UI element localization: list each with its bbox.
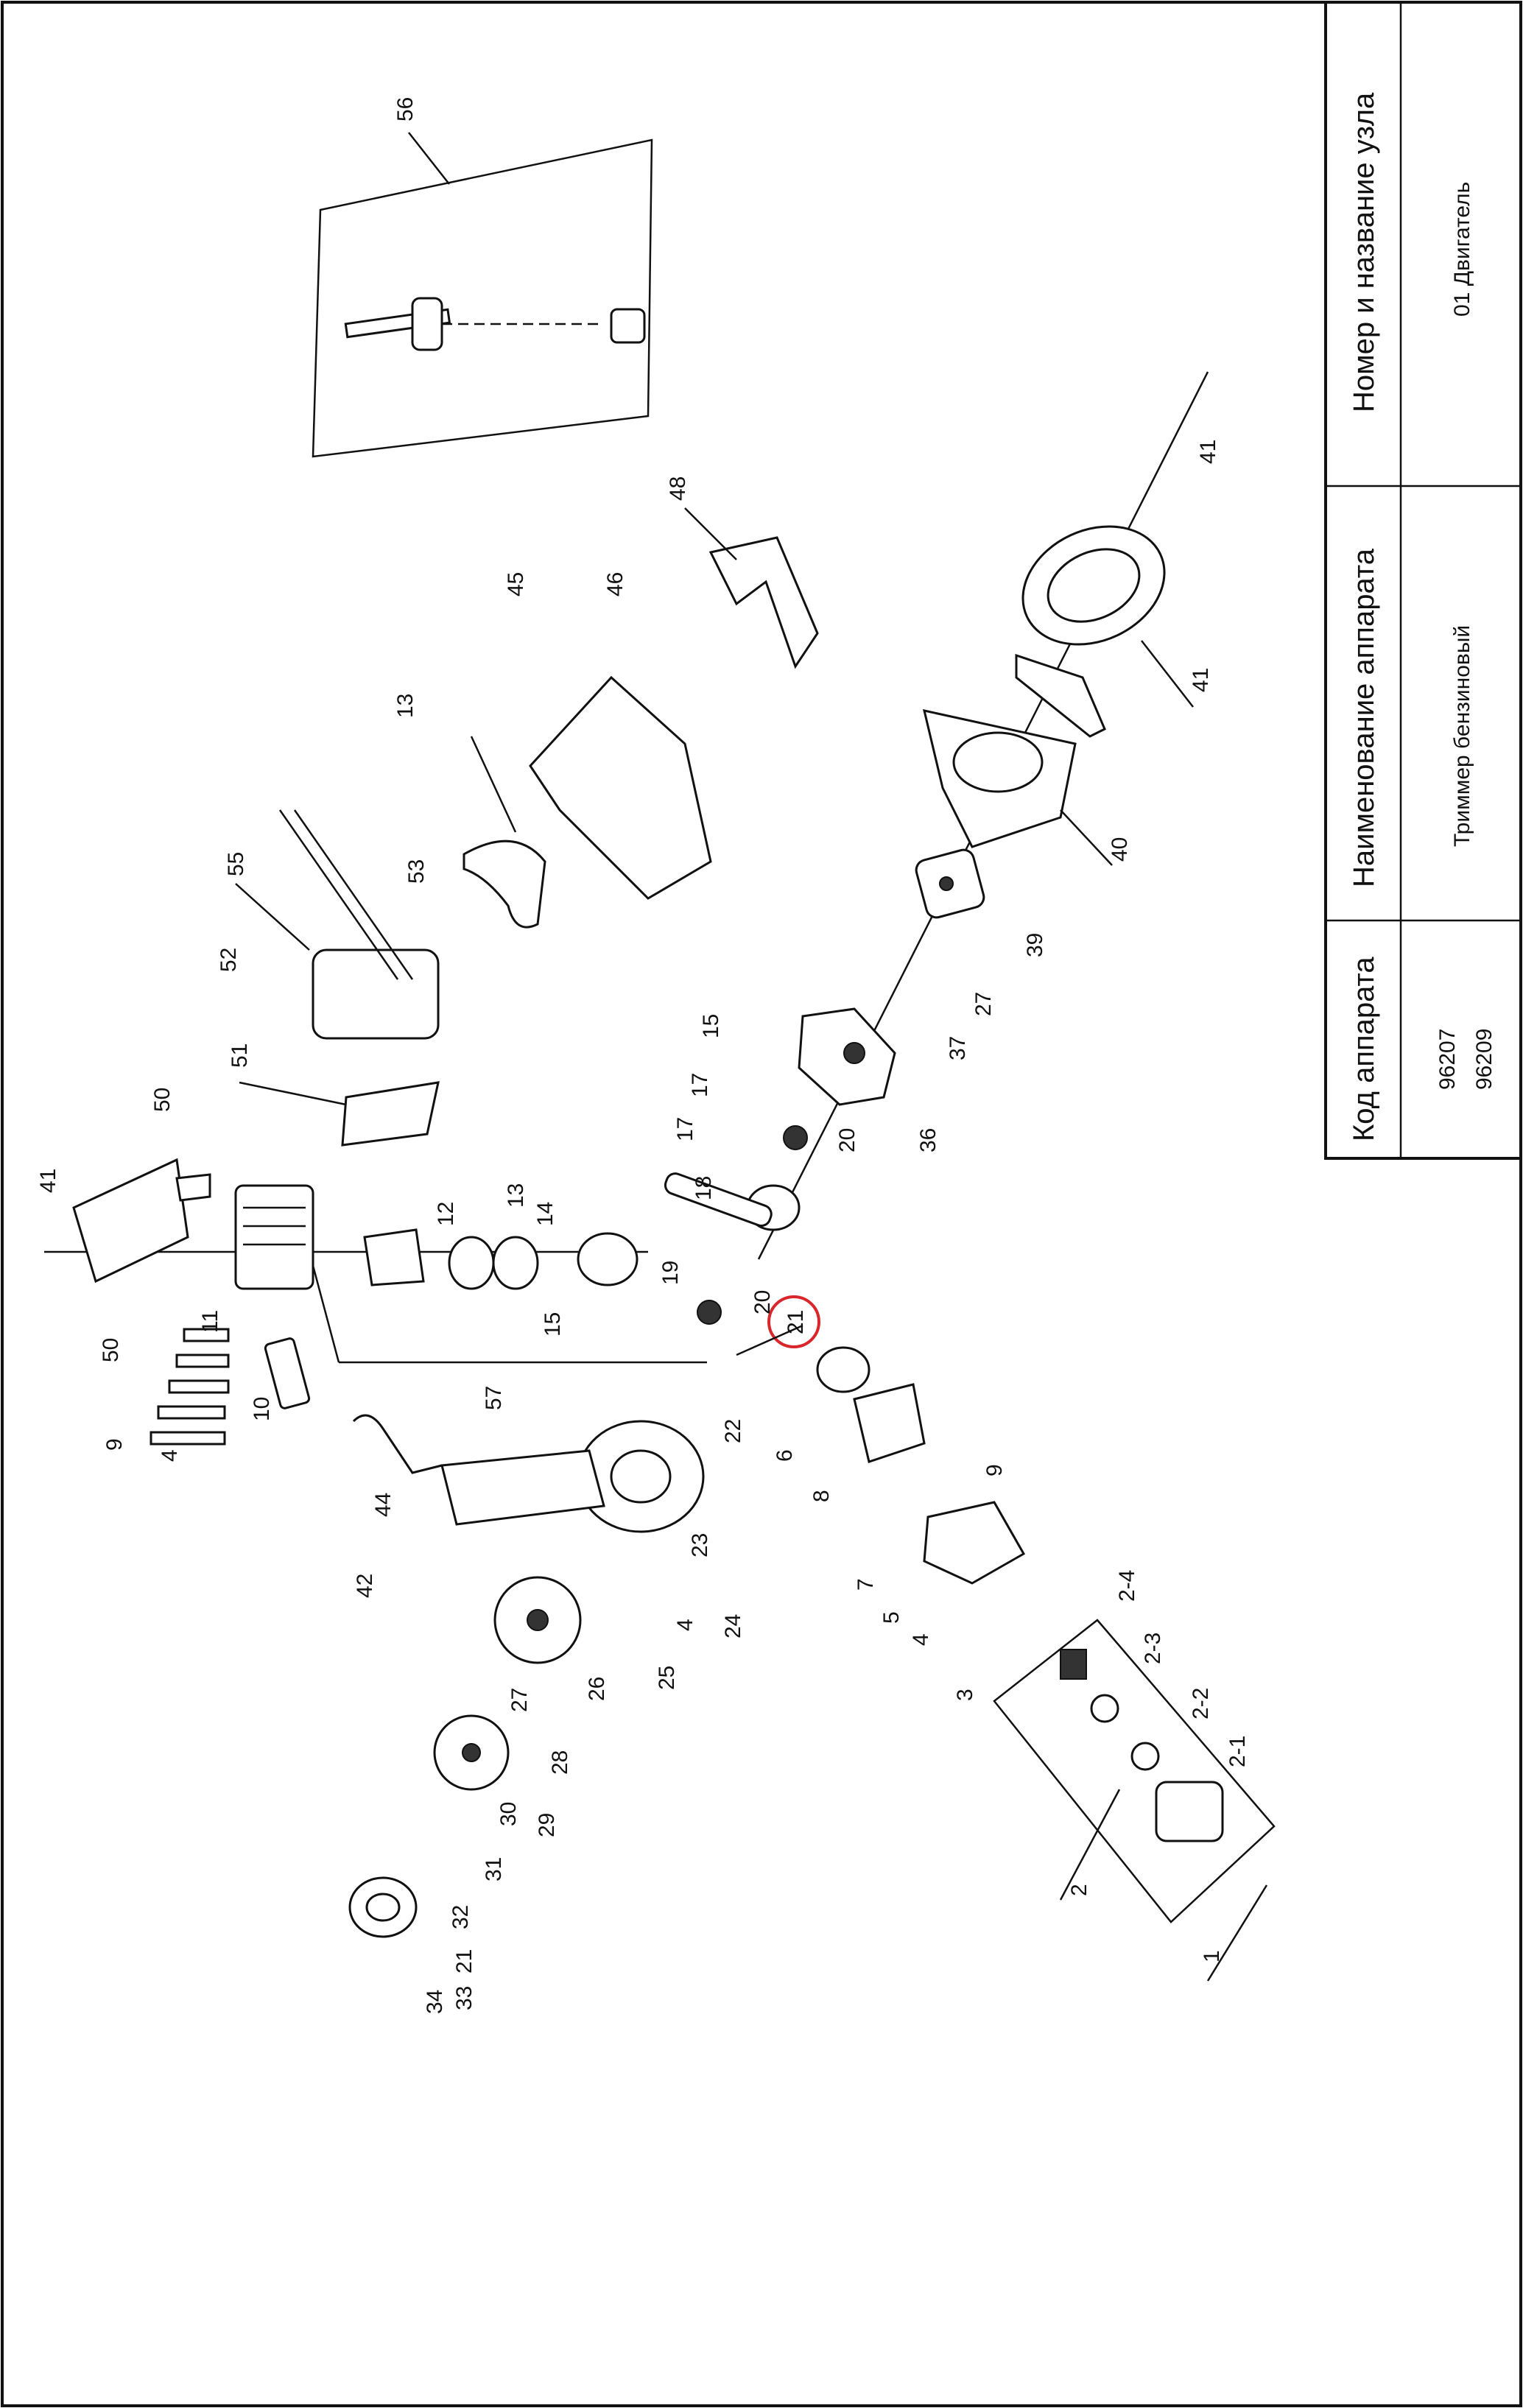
callout-13: 13 (504, 1183, 528, 1208)
callout-17: 17 (673, 1117, 697, 1141)
callout-20-top: 20 (835, 1128, 859, 1152)
callout-26: 26 (585, 1677, 609, 1701)
air-filter-51 (278, 809, 440, 1147)
carburettor-5 (816, 1346, 1026, 1585)
ignition-23-24 (352, 1414, 705, 1533)
callout-44: 45 (504, 572, 528, 596)
callout-3: 3 (953, 1689, 977, 1701)
callout-35: 36 (916, 1128, 940, 1152)
callout-33: 33 (452, 1986, 476, 2010)
callout-18: 18 (692, 1176, 716, 1200)
callout-9-left: 9 (102, 1438, 127, 1451)
callout-10: 10 (250, 1397, 274, 1421)
callout-13-top: 13 (393, 694, 418, 718)
part-37 (915, 848, 985, 919)
muffler-48 (72, 1158, 211, 1284)
callout-40: 41 (1189, 668, 1213, 692)
callout-25: 25 (655, 1666, 679, 1690)
callout-50: 51 (228, 1043, 252, 1068)
highlight-circle-21 (767, 1295, 820, 1348)
tool-inset (312, 132, 653, 458)
callout-2-2: 2-2 (1189, 1688, 1213, 1719)
callout-28: 28 (548, 1750, 572, 1775)
callouts: 56 48 45 46 13 41 41 40 39 27 37 36 20 1… (36, 97, 1250, 2014)
callout-19: 19 (658, 1261, 683, 1285)
callout-52: 53 (404, 859, 429, 884)
callout-39: 40 (1108, 837, 1132, 862)
callout-2-4: 2-4 (1115, 1570, 1139, 1602)
callout-29: 29 (535, 1813, 559, 1837)
callout-24: 24 (721, 1614, 745, 1638)
callout-4-right: 4 (909, 1633, 933, 1646)
clutch-bell-33 (348, 1876, 418, 1938)
callout-21-highlight: 21 (784, 1310, 808, 1334)
callout-7: 7 (854, 1578, 878, 1591)
callout-36: 37 (946, 1036, 970, 1060)
callout-23: 23 (688, 1533, 712, 1557)
callout-15: 15 (541, 1312, 565, 1337)
callout-55: 56 (393, 97, 418, 122)
cylinder-11 (234, 1184, 425, 1290)
code-header: Код аппарата (1348, 957, 1380, 1141)
flywheel-26 (493, 1576, 582, 1664)
gasket-39 (922, 709, 1077, 848)
callout-6: 6 (773, 1449, 797, 1462)
callout-45: 46 (603, 572, 627, 596)
callout-41-bottom: 42 (353, 1574, 377, 1598)
bolts-set (150, 1328, 311, 1446)
callout-l: 17 (688, 1073, 712, 1097)
unit-header: Номер и название узла (1348, 92, 1380, 412)
callout-46: 48 (666, 476, 690, 501)
callout-12: 12 (434, 1202, 458, 1226)
callout-20: 20 (750, 1290, 775, 1314)
fuel-tank-44 (462, 536, 819, 929)
callout-21-bottom: 21 (452, 1949, 476, 1974)
callout-37: 39 (1023, 933, 1047, 957)
crankcase-35 (798, 1007, 896, 1106)
callout-41-top: 41 (1196, 440, 1220, 464)
callout-2-3: 2-3 (1141, 1633, 1165, 1664)
callout-51: 52 (217, 948, 241, 972)
starter-cover-40 (1015, 525, 1166, 738)
callout-15-top: 15 (699, 1014, 723, 1038)
callout-42: 44 (371, 1493, 395, 1517)
code-value-2: 96209 (1472, 1029, 1496, 1090)
callout-31: 31 (482, 1857, 506, 1881)
callout-14: 14 (533, 1202, 558, 1226)
clutch-30 (433, 1714, 510, 1791)
callout-2: 2 (1067, 1884, 1091, 1896)
name-value: Триммер бензиновый (1450, 625, 1474, 847)
callout-30: 30 (496, 1802, 521, 1826)
title-block: Номер и название узла 01 Двигатель Наиме… (1324, 1, 1522, 1160)
callout-4-left: 4 (158, 1449, 182, 1462)
piston-14 (448, 1232, 639, 1290)
crankshaft-18 (664, 1125, 808, 1325)
callout-8: 8 (809, 1490, 834, 1502)
unit-value: 01 Двигатель (1450, 182, 1474, 317)
callout-34: 34 (423, 1990, 447, 2014)
callout-27-top: 27 (971, 992, 996, 1016)
callout-48: 50 (99, 1338, 123, 1362)
name-header: Наименование аппарата (1348, 548, 1380, 887)
callout-2-1: 2-1 (1225, 1736, 1250, 1767)
callout-53: 55 (224, 852, 248, 876)
callout-56: 50 (150, 1088, 175, 1112)
code-value-1: 96207 (1435, 1029, 1460, 1090)
filter-box-2 (993, 1619, 1276, 1923)
callout-9-right: 9 (982, 1464, 1007, 1476)
callout-22: 22 (721, 1419, 745, 1443)
callout-27: 27 (507, 1688, 532, 1712)
callout-57: 57 (482, 1386, 506, 1410)
callout-4-mid: 4 (673, 1619, 697, 1631)
callout-11: 11 (198, 1310, 222, 1333)
callout-32: 32 (449, 1905, 473, 1929)
callout-1: 1 (1200, 1950, 1224, 1962)
callout-41-left: 41 (36, 1169, 60, 1193)
leader-lines (235, 507, 1268, 1982)
callout-5: 5 (879, 1611, 904, 1624)
